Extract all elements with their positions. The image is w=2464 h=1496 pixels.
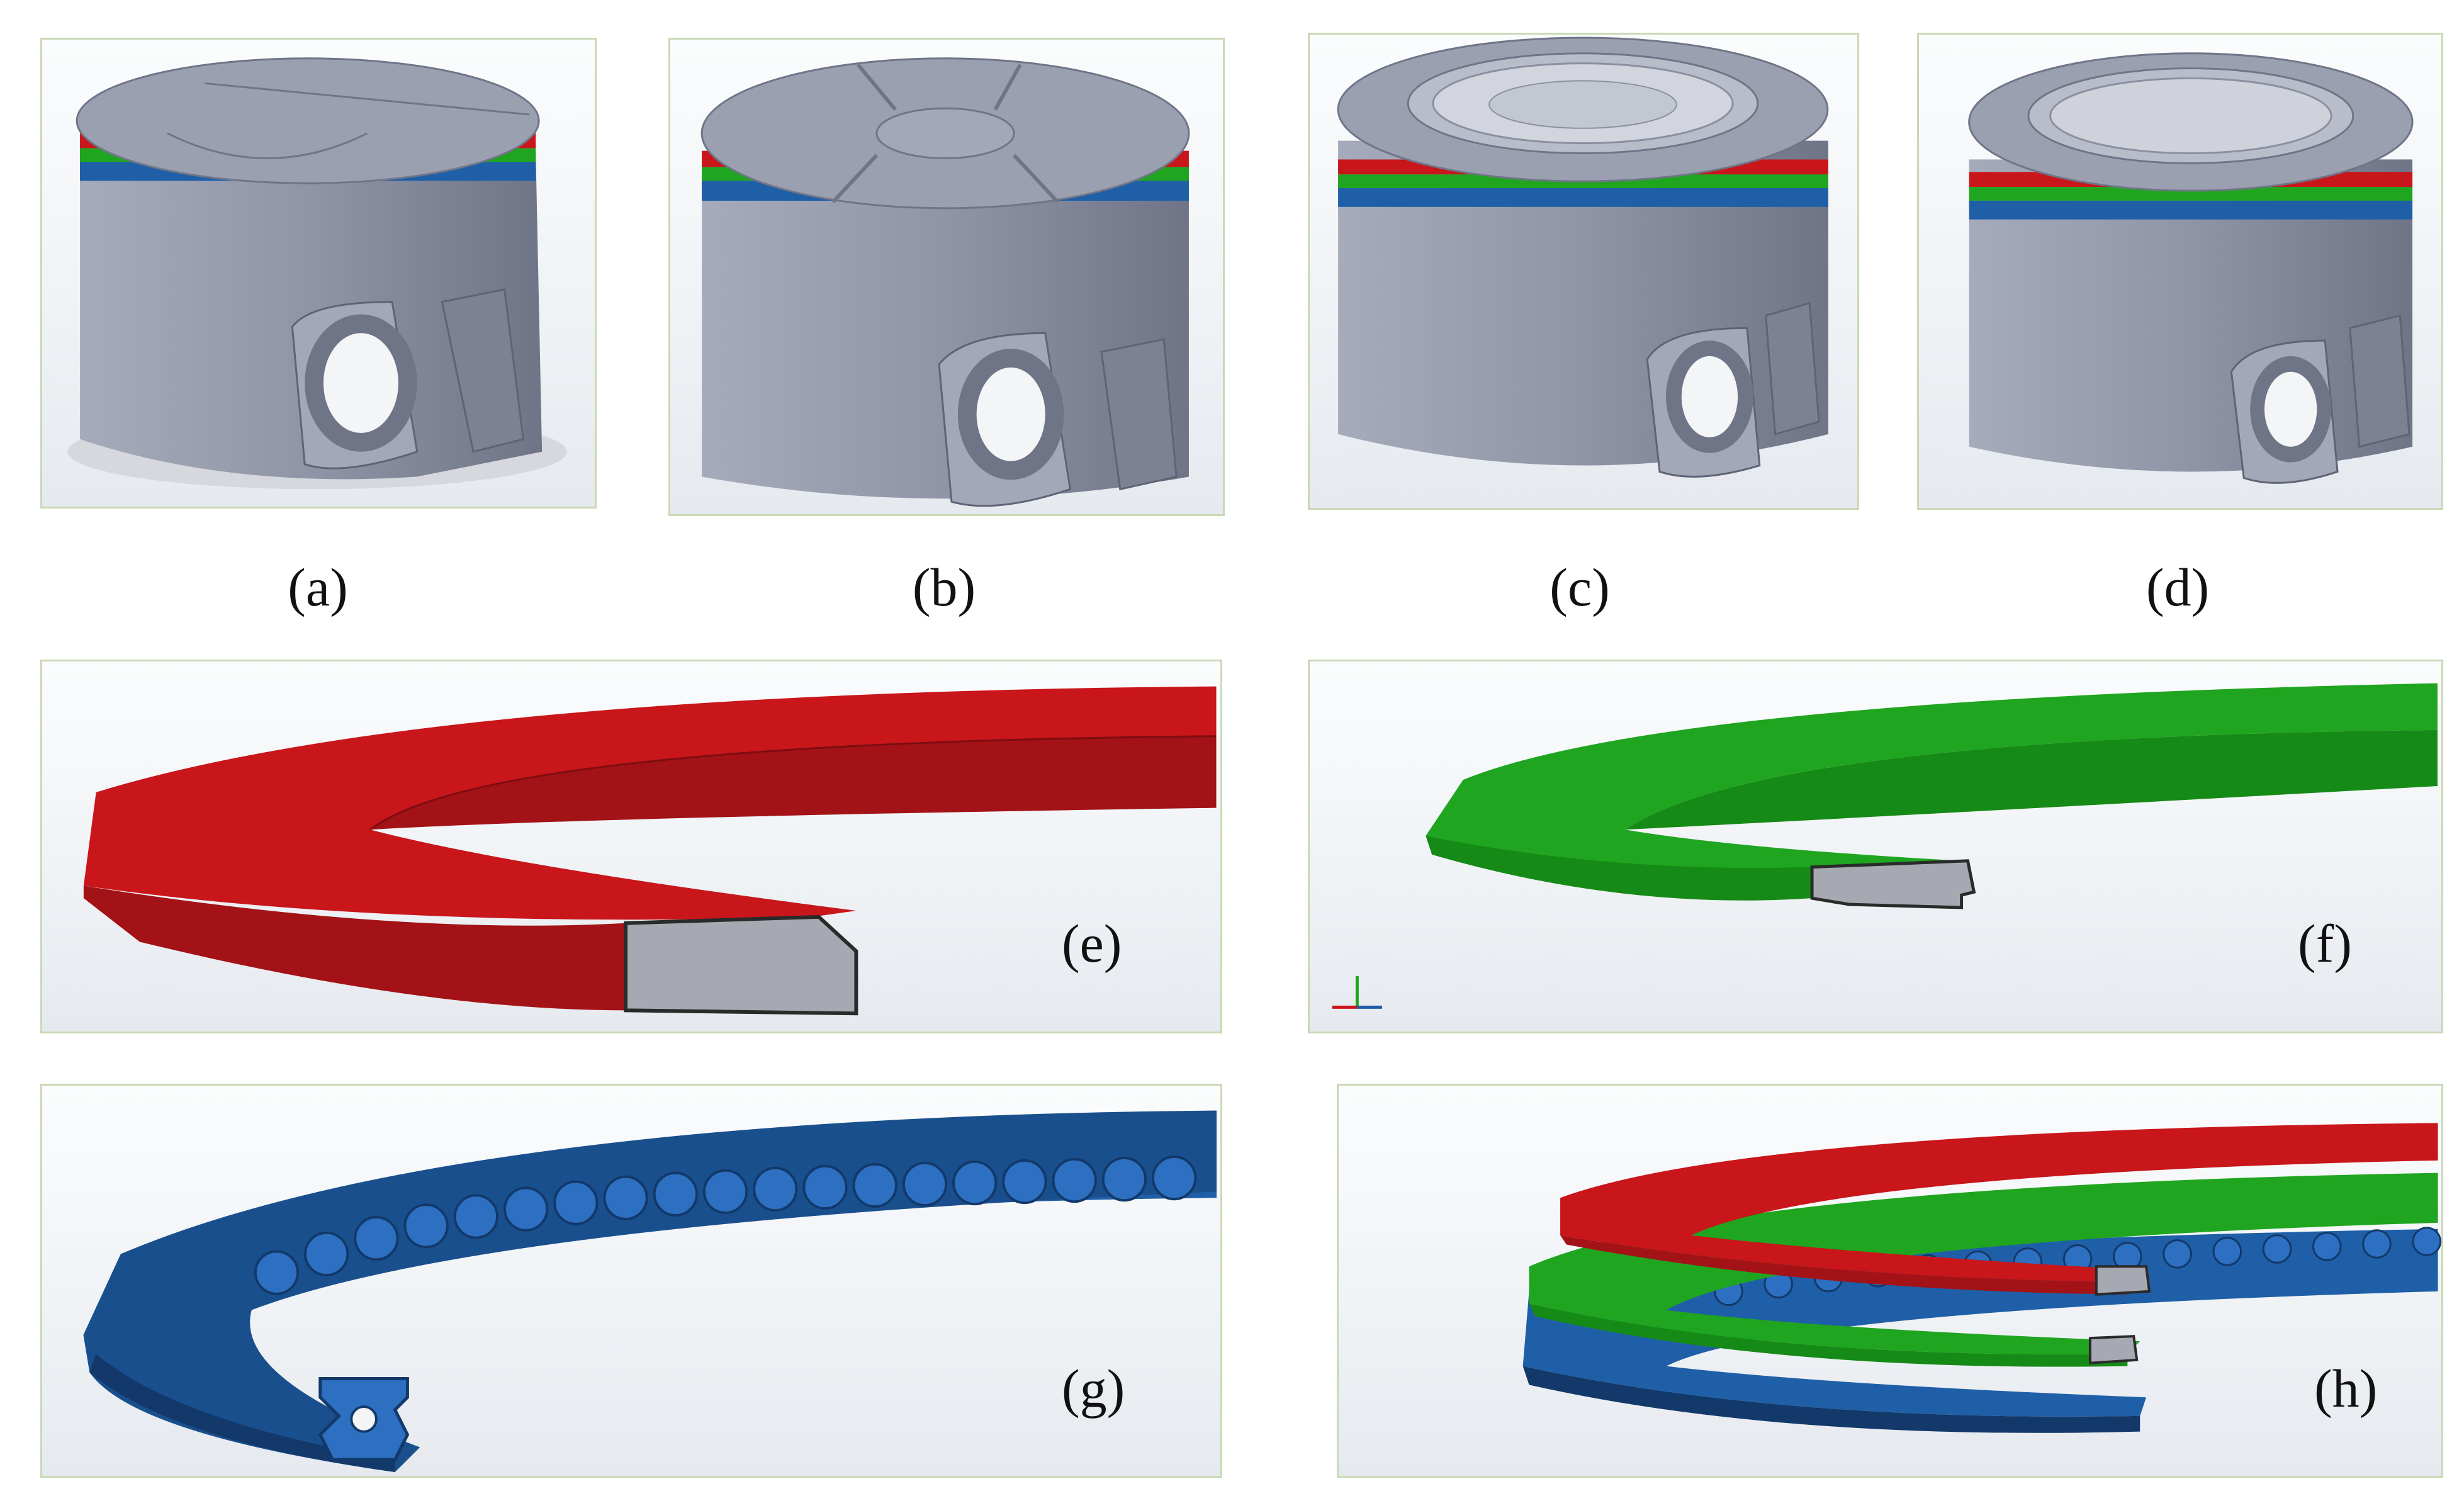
panel-h-label: (h) — [2314, 1358, 2378, 1419]
piston-b-drawing — [700, 57, 1190, 507]
panel-e-red-ring: (e) — [40, 660, 1222, 1033]
panel-c-piston — [1308, 33, 1859, 510]
panel-a-caption: (a) — [288, 557, 348, 617]
ring-stack-drawing — [1522, 1123, 2441, 1433]
axis-triad-icon — [1332, 976, 1382, 1009]
panel-e-label: (e) — [1062, 913, 1122, 974]
panel-a-piston — [40, 38, 597, 509]
panel-d-caption: (d) — [2146, 557, 2210, 617]
panel-h-ring-stack: (h) — [1337, 1084, 2443, 1478]
blue-ring-drawing — [83, 1110, 1217, 1473]
panel-b-caption: (b) — [912, 557, 976, 617]
panel-f-green-ring: (f) — [1308, 660, 2443, 1033]
piston-c-drawing — [1337, 37, 1829, 478]
panel-c-caption: (c) — [1550, 557, 1610, 617]
panel-g-label: (g) — [1062, 1358, 1125, 1419]
panel-d-piston — [1917, 33, 2443, 510]
panel-f-label: (f) — [2298, 913, 2352, 974]
panel-b-piston — [668, 38, 1225, 516]
green-ring-drawing — [1332, 683, 2438, 1009]
piston-a-drawing — [67, 57, 567, 490]
red-ring-drawing — [83, 686, 1217, 1016]
piston-d-drawing — [1968, 52, 2414, 484]
panel-g-blue-ring: (g) — [40, 1084, 1222, 1478]
